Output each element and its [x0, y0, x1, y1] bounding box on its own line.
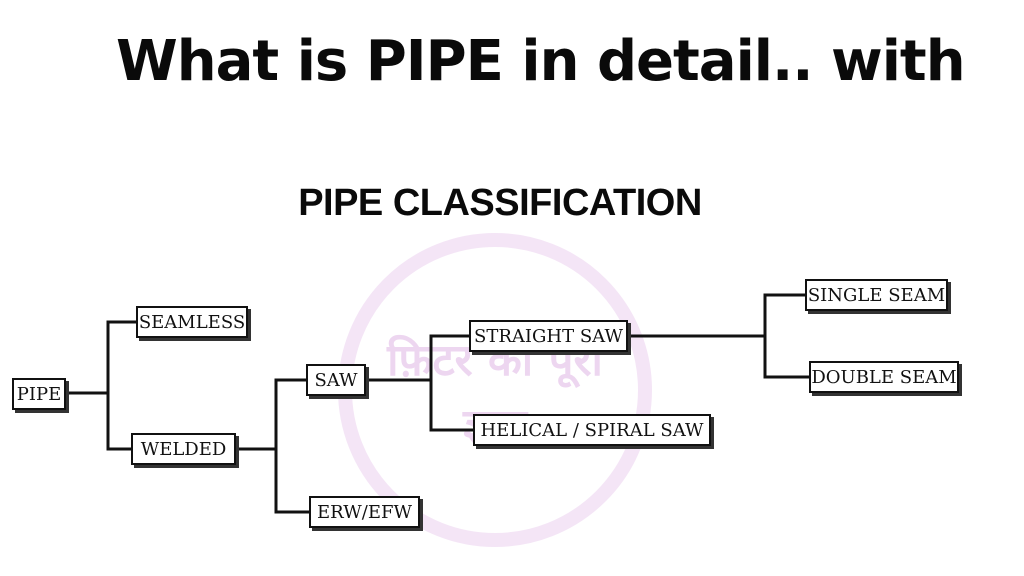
node-erw-efw: ERW/EFW	[309, 496, 420, 528]
node-double-seam: DOUBLE SEAM	[809, 361, 959, 393]
node-straight-saw: STRAIGHT SAW	[469, 320, 628, 352]
node-seamless: SEAMLESS	[136, 306, 248, 338]
node-welded: WELDED	[131, 433, 236, 465]
diagram-title: PIPE CLASSIFICATION	[298, 182, 702, 224]
headline: What is PIPE in detail.. with	[116, 29, 966, 94]
node-pipe: PIPE	[12, 378, 66, 410]
node-saw: SAW	[306, 364, 366, 396]
node-single-seam: SINGLE SEAM	[805, 279, 948, 311]
node-helical-spiral-saw: HELICAL / SPIRAL SAW	[473, 414, 711, 446]
